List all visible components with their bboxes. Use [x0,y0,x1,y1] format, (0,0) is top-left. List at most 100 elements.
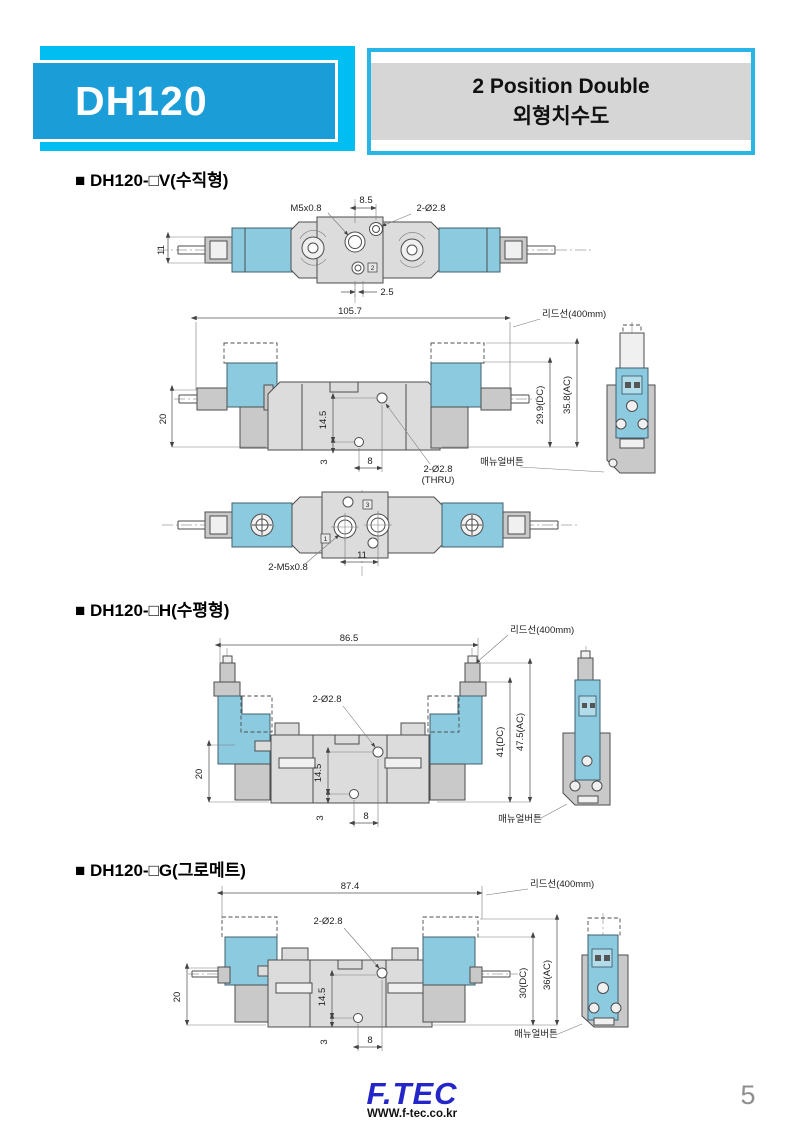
dim-2-5: 2.5 [380,287,393,298]
thru-hole [376,392,388,404]
dimensions-g: 87.4 리드선(400mm) 2-Ø2.8 20 14.5 3 8 30(DC… [172,879,594,1051]
right-grommet [469,966,483,984]
thru-hole [376,967,388,979]
small-hole-bottom [367,537,379,549]
v-front-view-drawing: 105.7 리드선(400mm) 20 14.5 3 8 2-Ø2.8 (THR… [158,306,656,486]
dimensions-top: 8.5 M5x0.8 2-Ø2.8 11 2.5 [156,195,446,298]
dim-3: 3 [315,815,326,820]
page-title-line2: 외형치수도 [512,104,610,128]
right-solenoid [422,936,476,986]
valve-assembly-bottom: 3 1 [177,491,559,559]
page-number: 5 [740,1080,756,1110]
dim-ac: 35.8(AC) [562,376,573,414]
company-url: WWW.f-tec.co.kr [366,1108,458,1120]
company-logo: F.TEC [366,1076,458,1111]
left-solenoid [217,695,271,765]
dimensions-front: 105.7 리드선(400mm) 20 14.5 3 8 2-Ø2.8 (THR… [158,306,606,486]
dim-20: 20 [158,414,169,425]
dim-8: 8 [367,1035,372,1046]
dim-8-5: 8.5 [359,195,372,206]
dim-14-5: 14.5 [318,411,329,430]
manual-button-label: 매뉴얼버튼 [480,457,524,468]
dim-8: 8 [363,811,368,822]
right-coil-ac-outline [430,342,485,364]
right-connector [459,681,487,697]
h-side-view [562,650,611,806]
right-lead-fitting [464,662,481,683]
hole-label: 2-Ø2.8 [312,694,341,705]
port-1-label: 1 [324,536,328,543]
left-lead-fitting [219,662,236,683]
v-bottom-view-drawing: 3 1 11 2-M5x0.8 [162,490,578,576]
lead-wire-label: 리드선(400mm) [530,879,594,890]
dim-ac: 47.5(AC) [515,713,526,751]
page-title-band: 2 Position Double 외형치수도 [371,63,751,140]
valve-assembly-h [213,655,487,804]
dim-86-5: 86.5 [340,633,359,644]
port-3-label: 3 [366,502,370,509]
left-connector [213,681,241,697]
dimensions-h: 86.5 리드선(400mm) 2-Ø2.8 20 14.5 3 8 41(DC… [194,625,574,827]
right-end-block [430,406,469,449]
port-number-box [367,262,378,273]
h-front-view-drawing: 86.5 리드선(400mm) 2-Ø2.8 20 14.5 3 8 41(DC… [194,625,611,827]
dim-3: 3 [319,1039,330,1044]
dim-14-5: 14.5 [313,764,324,783]
thru-hole-label2: (THRU) [422,475,455,486]
side-connector [619,332,645,371]
dim-14-5: 14.5 [317,988,328,1007]
side-manual-button [581,755,593,767]
port-number-box [362,499,373,510]
right-connector [480,387,512,411]
dim-dc: 29.9(DC) [535,386,546,425]
right-end-block [429,763,466,801]
left-coil-ac-outline [221,916,278,938]
dim-20: 20 [194,769,205,780]
g-front-view-drawing: 87.4 리드선(400mm) 2-Ø2.8 20 14.5 3 8 30(DC… [172,879,629,1051]
left-coil-ac-outline [240,695,273,733]
dim-dc: 41(DC) [495,727,506,758]
manual-button-label: 매뉴얼버튼 [498,814,542,825]
port-2-label: 2 [371,265,375,272]
valve-assembly-top: 2 [177,216,556,284]
section-title-h: ■ DH120-□H(수평형) [75,601,230,620]
thru-hole-label1: 2-Ø2.8 [423,464,452,475]
valve-assembly-g [191,916,511,1028]
label-2-d28: 2-Ø2.8 [416,203,445,214]
left-coil-ac-outline [223,342,278,364]
side-manual-button [626,400,638,412]
page-title-box: 2 Position Double 외형치수도 [367,48,755,155]
lead-wire-label: 리드선(400mm) [542,309,606,320]
dim-11: 11 [357,550,367,561]
dim-3: 3 [319,459,330,464]
dim-87-4: 87.4 [341,881,360,892]
dim-ac: 36(AC) [542,960,553,990]
right-coil-ac-outline [422,916,479,938]
right-coil-ac-outline [427,695,460,733]
side-manual-button [597,982,609,994]
pilot-hole [354,437,364,447]
dim-105-7: 105.7 [338,306,362,317]
right-solenoid [429,695,483,765]
dim-11: 11 [156,245,167,255]
left-grommet [217,966,231,984]
dim-20: 20 [172,992,183,1003]
g-side-view [581,917,629,1028]
dim-8: 8 [367,456,372,467]
left-solenoid [231,227,293,273]
small-hole-top [342,496,354,508]
right-end-block [422,984,466,1023]
model-name: DH120 [75,77,208,124]
v-side-view [606,324,656,474]
pilot-hole [353,1013,363,1023]
left-end-block [234,763,271,801]
right-solenoid [430,362,482,408]
dim-dc: 30(DC) [518,968,529,999]
lead-wire-label: 리드선(400mm) [510,625,574,636]
thru-hole [372,746,384,758]
left-connector [196,387,228,411]
right-solenoid [438,227,501,273]
side-lead-fitting [577,657,594,681]
label-2-m5: 2-M5x0.8 [268,562,308,573]
